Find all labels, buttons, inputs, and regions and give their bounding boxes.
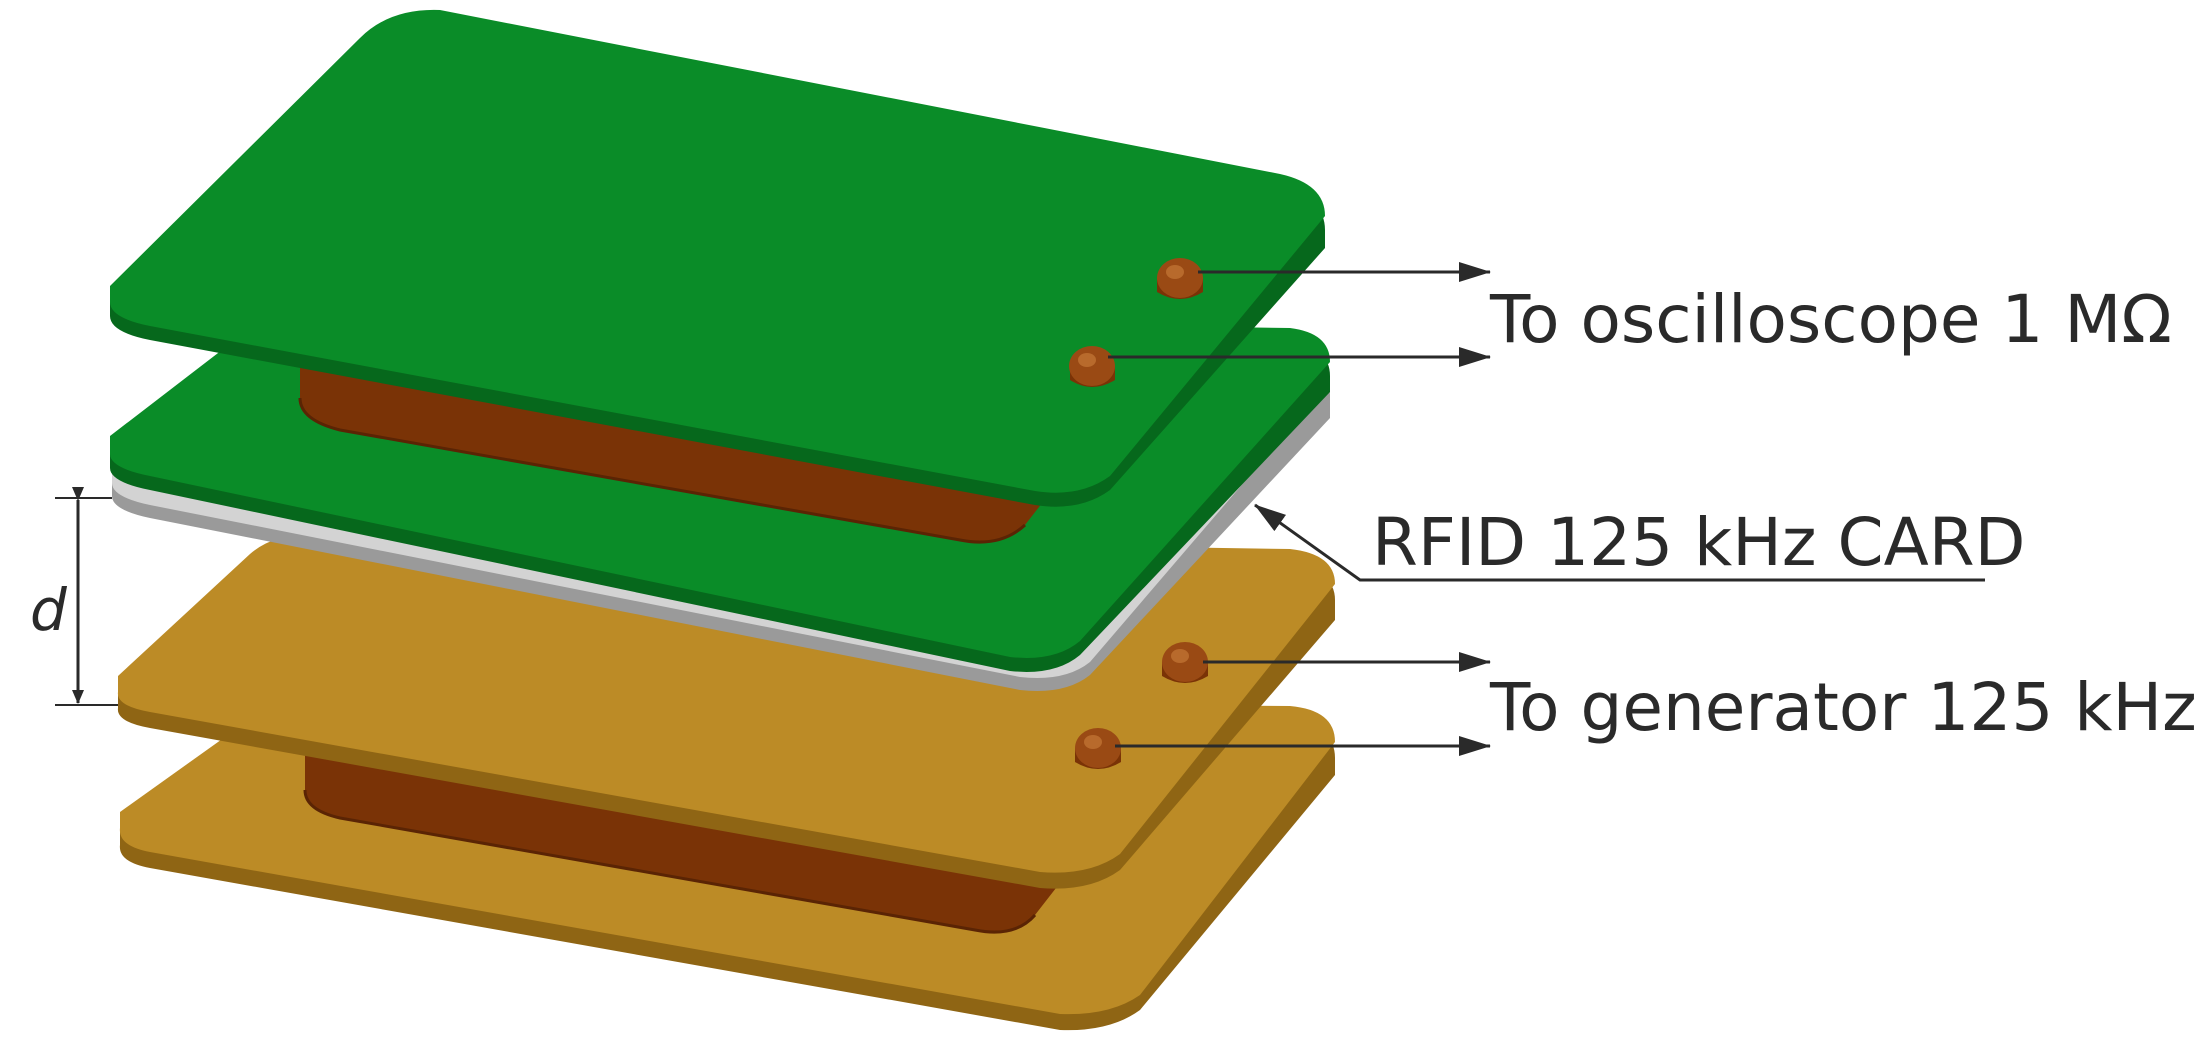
distance-dimension — [55, 487, 118, 706]
distance-label: d — [30, 576, 68, 644]
top-green-board — [110, 9, 1325, 507]
rfid-card-label: RFID 125 kHz CARD — [1372, 504, 2025, 581]
oscilloscope-label: To oscilloscope 1 MΩ — [1489, 281, 2172, 358]
top-pin-upper — [1157, 258, 1203, 299]
gen-pin-lower — [1075, 728, 1121, 769]
top-pin-lower — [1069, 346, 1115, 387]
gen-pin-upper — [1162, 642, 1208, 683]
rfid-card-leader — [1254, 503, 1985, 582]
generator-label: To generator 125 kHz — [1489, 669, 2196, 746]
